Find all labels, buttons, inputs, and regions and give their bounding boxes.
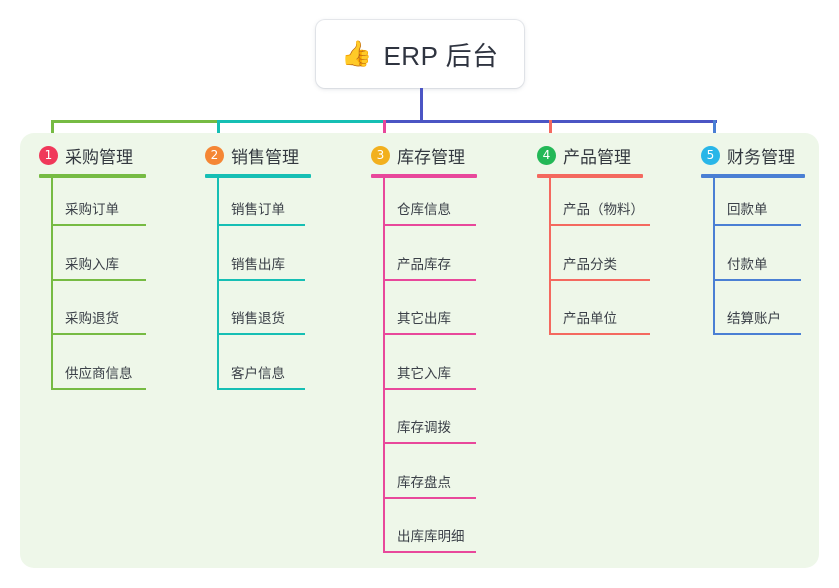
leaf-label: 库存盘点 [397, 474, 451, 490]
branch-title-5: 财务管理 [727, 148, 795, 167]
leaf-node[interactable]: 产品（物料） [549, 188, 650, 226]
leaf-label: 仓库信息 [397, 202, 451, 217]
leaf-node[interactable]: 客户信息 [217, 352, 305, 390]
branch-spine-2 [217, 176, 219, 390]
leaf-label: 采购入库 [65, 256, 119, 272]
leaf-underline [217, 333, 305, 335]
leaf-label: 采购订单 [65, 202, 119, 217]
root-title: ERP 后台 [383, 40, 499, 71]
leaf-underline [383, 442, 476, 444]
leaf-underline [51, 333, 146, 335]
branch-title-4: 产品管理 [563, 148, 631, 167]
leaf-label: 回款单 [727, 202, 768, 217]
leaf-label: 产品分类 [563, 256, 617, 272]
leaf-label: 客户信息 [231, 365, 285, 381]
leaf-node[interactable]: 其它出库 [383, 297, 476, 335]
leaf-node[interactable]: 销售订单 [217, 188, 305, 226]
leaf-node[interactable]: 采购退货 [51, 297, 146, 335]
leaf-node[interactable]: 库存调拨 [383, 406, 476, 444]
thumbs-up-icon: 👍 [341, 39, 373, 68]
leaf-underline [549, 278, 650, 281]
branch-badge-5: 5 [701, 146, 720, 165]
leaf-label: 其它入库 [397, 365, 451, 381]
leaf-node[interactable]: 付款单 [713, 243, 801, 281]
branch-header-3[interactable]: 3 库存管理 [371, 143, 465, 168]
branch-underline-2 [205, 174, 311, 178]
leaf-node[interactable]: 其它入库 [383, 352, 476, 390]
leaf-label: 出库库明细 [397, 529, 465, 544]
leaf-underline [51, 387, 146, 390]
branch-spine-5 [713, 176, 715, 335]
leaf-underline [383, 387, 476, 390]
branches-card: 1 采购管理采购订单采购入库采购退货供应商信息 2 销售管理销售订单销售出库销售退货客… [20, 133, 819, 568]
leaf-node[interactable]: 库存盘点 [383, 461, 476, 499]
trunk-vertical-connector [420, 88, 423, 123]
branch-underline-4 [537, 174, 643, 178]
leaf-underline [549, 333, 650, 335]
leaf-node[interactable]: 供应商信息 [51, 352, 146, 390]
branch-underline-3 [371, 174, 477, 178]
branch-title-2: 销售管理 [231, 148, 299, 167]
branch-underline-5 [701, 174, 805, 178]
leaf-label: 产品库存 [397, 256, 451, 272]
branch-badge-2: 2 [205, 146, 224, 165]
leaf-label: 销售订单 [231, 202, 285, 217]
leaf-node[interactable]: 采购入库 [51, 243, 146, 281]
leaf-underline [217, 278, 305, 281]
leaf-node[interactable]: 结算账户 [713, 297, 801, 335]
leaf-underline [713, 333, 801, 335]
branch-header-1[interactable]: 1 采购管理 [39, 143, 133, 168]
leaf-node[interactable]: 回款单 [713, 188, 801, 226]
leaf-underline [383, 333, 476, 335]
leaf-underline [713, 224, 801, 226]
branch-badge-3: 3 [371, 146, 390, 165]
leaf-label: 产品（物料） [563, 202, 644, 217]
leaf-underline [383, 551, 476, 553]
leaf-label: 库存调拨 [397, 420, 451, 435]
leaf-label: 产品单位 [563, 311, 617, 326]
leaf-underline [383, 496, 476, 499]
branch-spine-3 [383, 176, 385, 553]
leaf-node[interactable]: 采购订单 [51, 188, 146, 226]
leaf-underline [51, 278, 146, 281]
leaf-node[interactable]: 销售退货 [217, 297, 305, 335]
branch-title-1: 采购管理 [65, 148, 133, 167]
branch-spine-1 [51, 176, 53, 390]
leaf-label: 采购退货 [65, 311, 119, 326]
branch-header-2[interactable]: 2 销售管理 [205, 143, 299, 168]
leaf-underline [713, 278, 801, 281]
branch-title-3: 库存管理 [397, 148, 465, 167]
branch-underline-1 [39, 174, 146, 178]
leaf-label: 其它出库 [397, 311, 451, 326]
leaf-node[interactable]: 销售出库 [217, 243, 305, 281]
leaf-label: 销售出库 [231, 256, 285, 272]
connector-segment-1 [51, 120, 219, 123]
leaf-label: 结算账户 [727, 311, 781, 326]
leaf-node[interactable]: 产品单位 [549, 297, 650, 335]
leaf-label: 销售退货 [231, 311, 285, 326]
branch-badge-4: 4 [537, 146, 556, 165]
leaf-underline [383, 224, 476, 226]
leaf-node[interactable]: 出库库明细 [383, 515, 476, 553]
leaf-label: 付款单 [727, 256, 768, 272]
leaf-node[interactable]: 产品分类 [549, 243, 650, 281]
leaf-underline [217, 387, 305, 390]
leaf-underline [549, 224, 650, 226]
branch-spine-4 [549, 176, 551, 335]
leaf-node[interactable]: 仓库信息 [383, 188, 476, 226]
leaf-underline [51, 224, 146, 226]
leaf-node[interactable]: 产品库存 [383, 243, 476, 281]
leaf-underline [383, 278, 476, 281]
leaf-label: 供应商信息 [65, 365, 133, 381]
branch-badge-1: 1 [39, 146, 58, 165]
connector-segment-2 [217, 120, 385, 123]
branch-header-4[interactable]: 4 产品管理 [537, 143, 631, 168]
branch-header-5[interactable]: 5 财务管理 [701, 143, 795, 168]
leaf-underline [217, 224, 305, 226]
root-node[interactable]: 👍 ERP 后台 [316, 20, 524, 88]
